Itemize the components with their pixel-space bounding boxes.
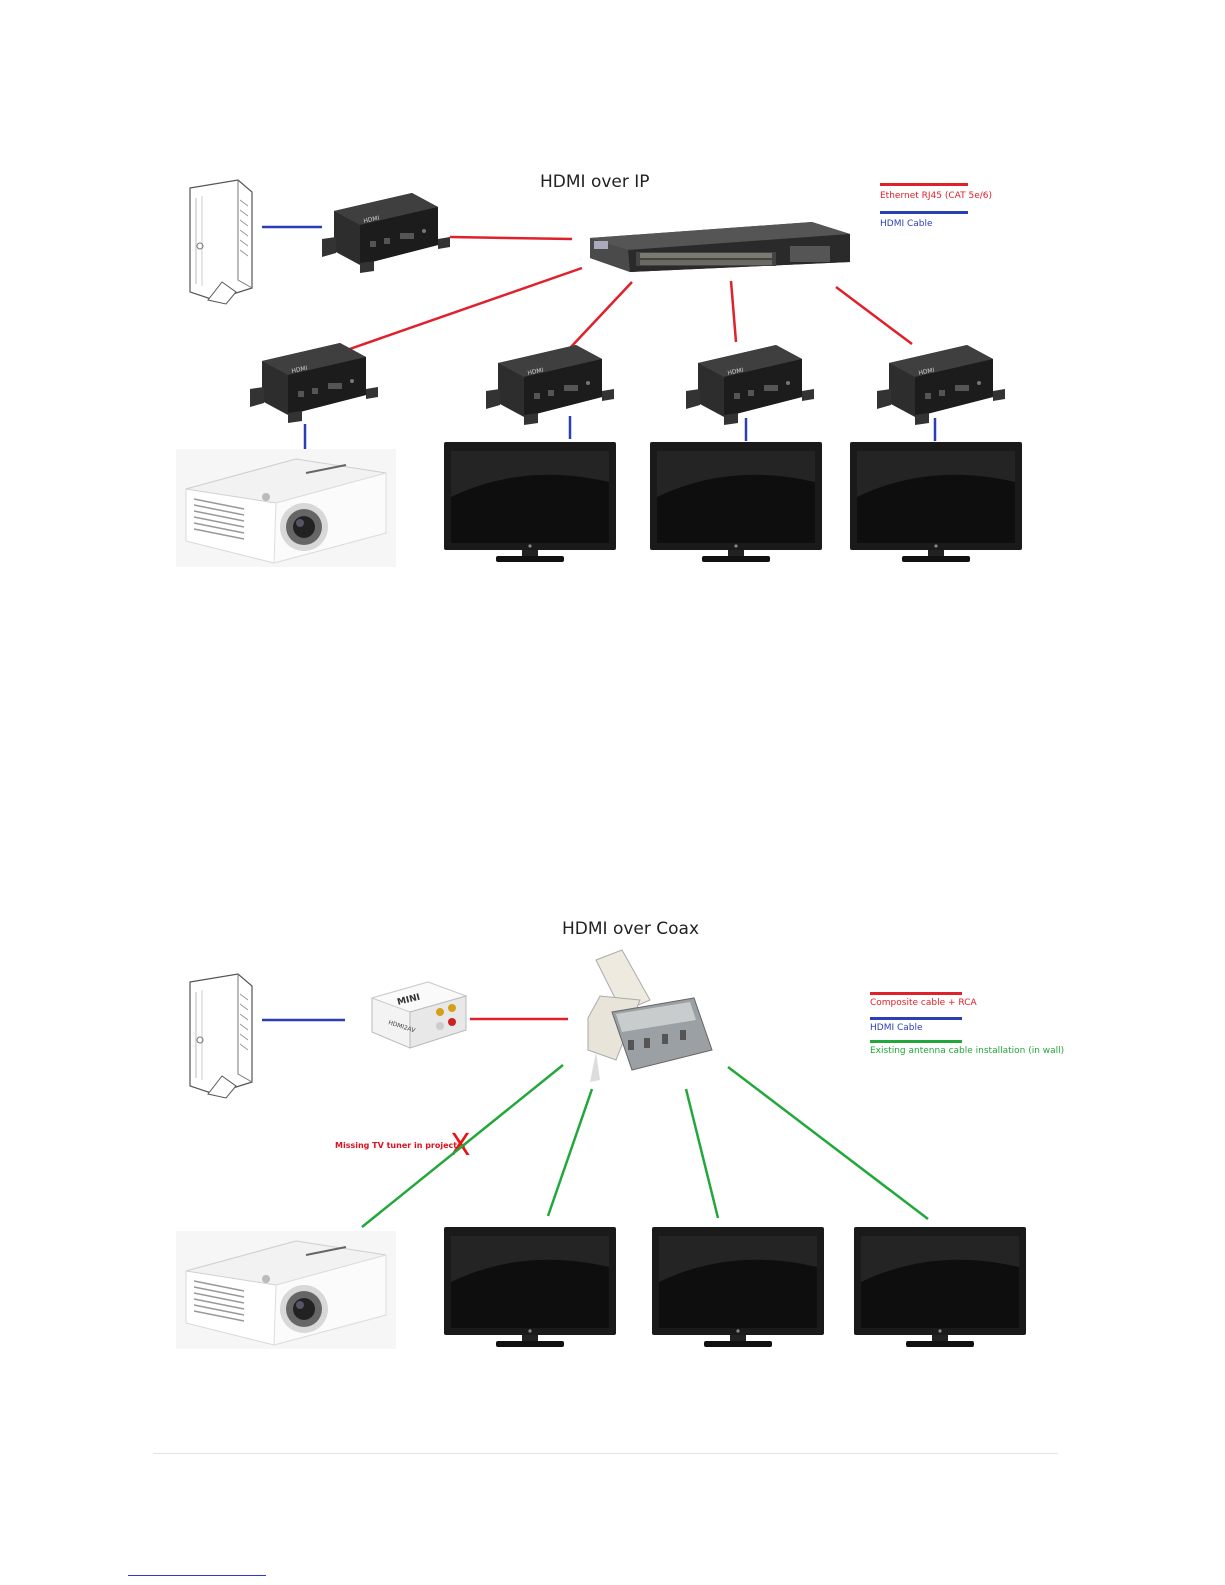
ethernet-cable-3 [731, 281, 736, 342]
tv-icon [854, 1227, 1026, 1347]
hdmi-extender-icon [486, 345, 614, 425]
tv-icon [652, 1227, 824, 1347]
set-top-box-icon [190, 974, 252, 1098]
hdmi-extender-icon [322, 193, 450, 273]
network-switch-icon [590, 222, 850, 272]
ethernet-cable-2 [570, 282, 632, 348]
footer-link-underline [128, 1575, 266, 1576]
set-top-box-icon [190, 180, 252, 304]
hdmi2av-converter-icon: MINI HDMI2AV [372, 982, 466, 1048]
hdmi-extender-icon [877, 345, 1005, 425]
projector-icon [176, 449, 396, 567]
tv-icon [444, 442, 616, 562]
antenna-cable-tv2 [686, 1089, 718, 1218]
tv-icon [850, 442, 1022, 562]
antenna-cable-tv1 [548, 1089, 592, 1216]
antenna-cable-tv3 [728, 1067, 928, 1219]
tv-icon [444, 1227, 616, 1347]
ethernet-cable-tx [450, 237, 572, 239]
ethernet-cable-4 [836, 287, 912, 344]
antenna-cable-projector [362, 1065, 563, 1227]
hdmi-extender-icon [250, 343, 378, 423]
tv-icon [650, 442, 822, 562]
ethernet-cable-1 [344, 268, 582, 351]
footer-divider [153, 1453, 1058, 1454]
antenna-splitter-icon [588, 950, 712, 1082]
projector-icon [176, 1231, 396, 1349]
hdmi-extender-icon [686, 345, 814, 425]
